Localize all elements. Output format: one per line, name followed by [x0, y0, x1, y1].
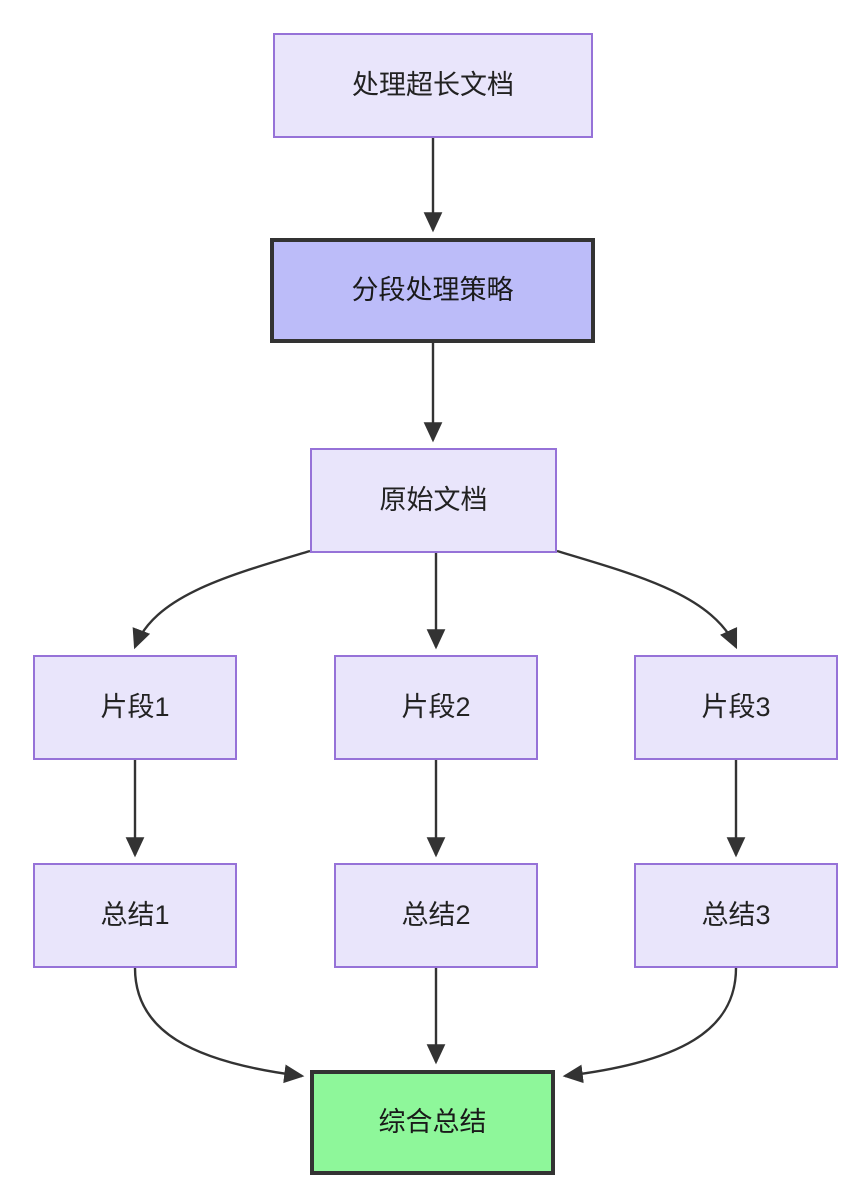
edge-summary-3-to-final-summary [562, 967, 738, 1084]
node-label: 总结3 [701, 900, 771, 931]
node-segment-2[interactable]: 片段2 [334, 655, 538, 760]
node-segment-3[interactable]: 片段3 [634, 655, 838, 760]
node-label: 总结1 [100, 900, 170, 931]
node-label: 片段3 [701, 692, 771, 723]
node-label: 片段1 [100, 692, 170, 723]
node-summary-1[interactable]: 总结1 [33, 863, 237, 968]
node-final-summary[interactable]: 综合总结 [310, 1070, 555, 1175]
node-label: 片段2 [401, 692, 471, 723]
node-summary-2[interactable]: 总结2 [334, 863, 538, 968]
node-label: 总结2 [401, 900, 471, 931]
node-label: 分段处理策略 [351, 275, 514, 306]
node-summary-3[interactable]: 总结3 [634, 863, 838, 968]
node-chunk-policy[interactable]: 分段处理策略 [270, 238, 595, 343]
node-source-doc[interactable]: 原始文档 [310, 448, 557, 553]
node-label: 综合总结 [378, 1107, 487, 1138]
edge-source-doc-to-segment-1 [132, 549, 311, 650]
node-label: 原始文档 [379, 485, 488, 516]
node-segment-1[interactable]: 片段1 [33, 655, 237, 760]
node-long-doc[interactable]: 处理超长文档 [273, 33, 593, 138]
edge-source-doc-to-segment-3 [556, 549, 738, 650]
edge-summary-1-to-final-summary [133, 967, 305, 1084]
node-label: 处理超长文档 [352, 70, 514, 101]
